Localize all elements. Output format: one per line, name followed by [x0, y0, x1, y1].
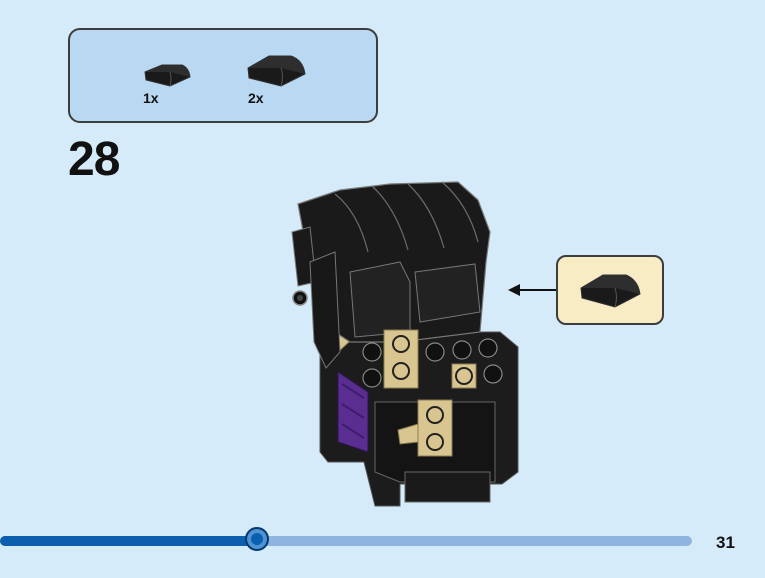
part-qty-1: 1x	[143, 90, 159, 106]
callout-box	[556, 255, 664, 325]
progress-track	[0, 527, 692, 551]
parts-list-box: 1x 2x	[68, 28, 378, 123]
brickheadz-model-illustration	[280, 172, 520, 522]
curved-slope-2x2-black-icon	[578, 271, 642, 309]
curved-slope-1x2-black-icon	[142, 60, 192, 88]
progress-fill	[0, 536, 258, 546]
progress-marker	[245, 527, 270, 551]
placement-arrow	[506, 280, 558, 305]
step-number: 28	[68, 133, 120, 186]
page-number: 31	[716, 533, 735, 552]
curved-slope-2x2-black-icon	[245, 52, 307, 88]
part-qty-2: 2x	[248, 90, 264, 106]
